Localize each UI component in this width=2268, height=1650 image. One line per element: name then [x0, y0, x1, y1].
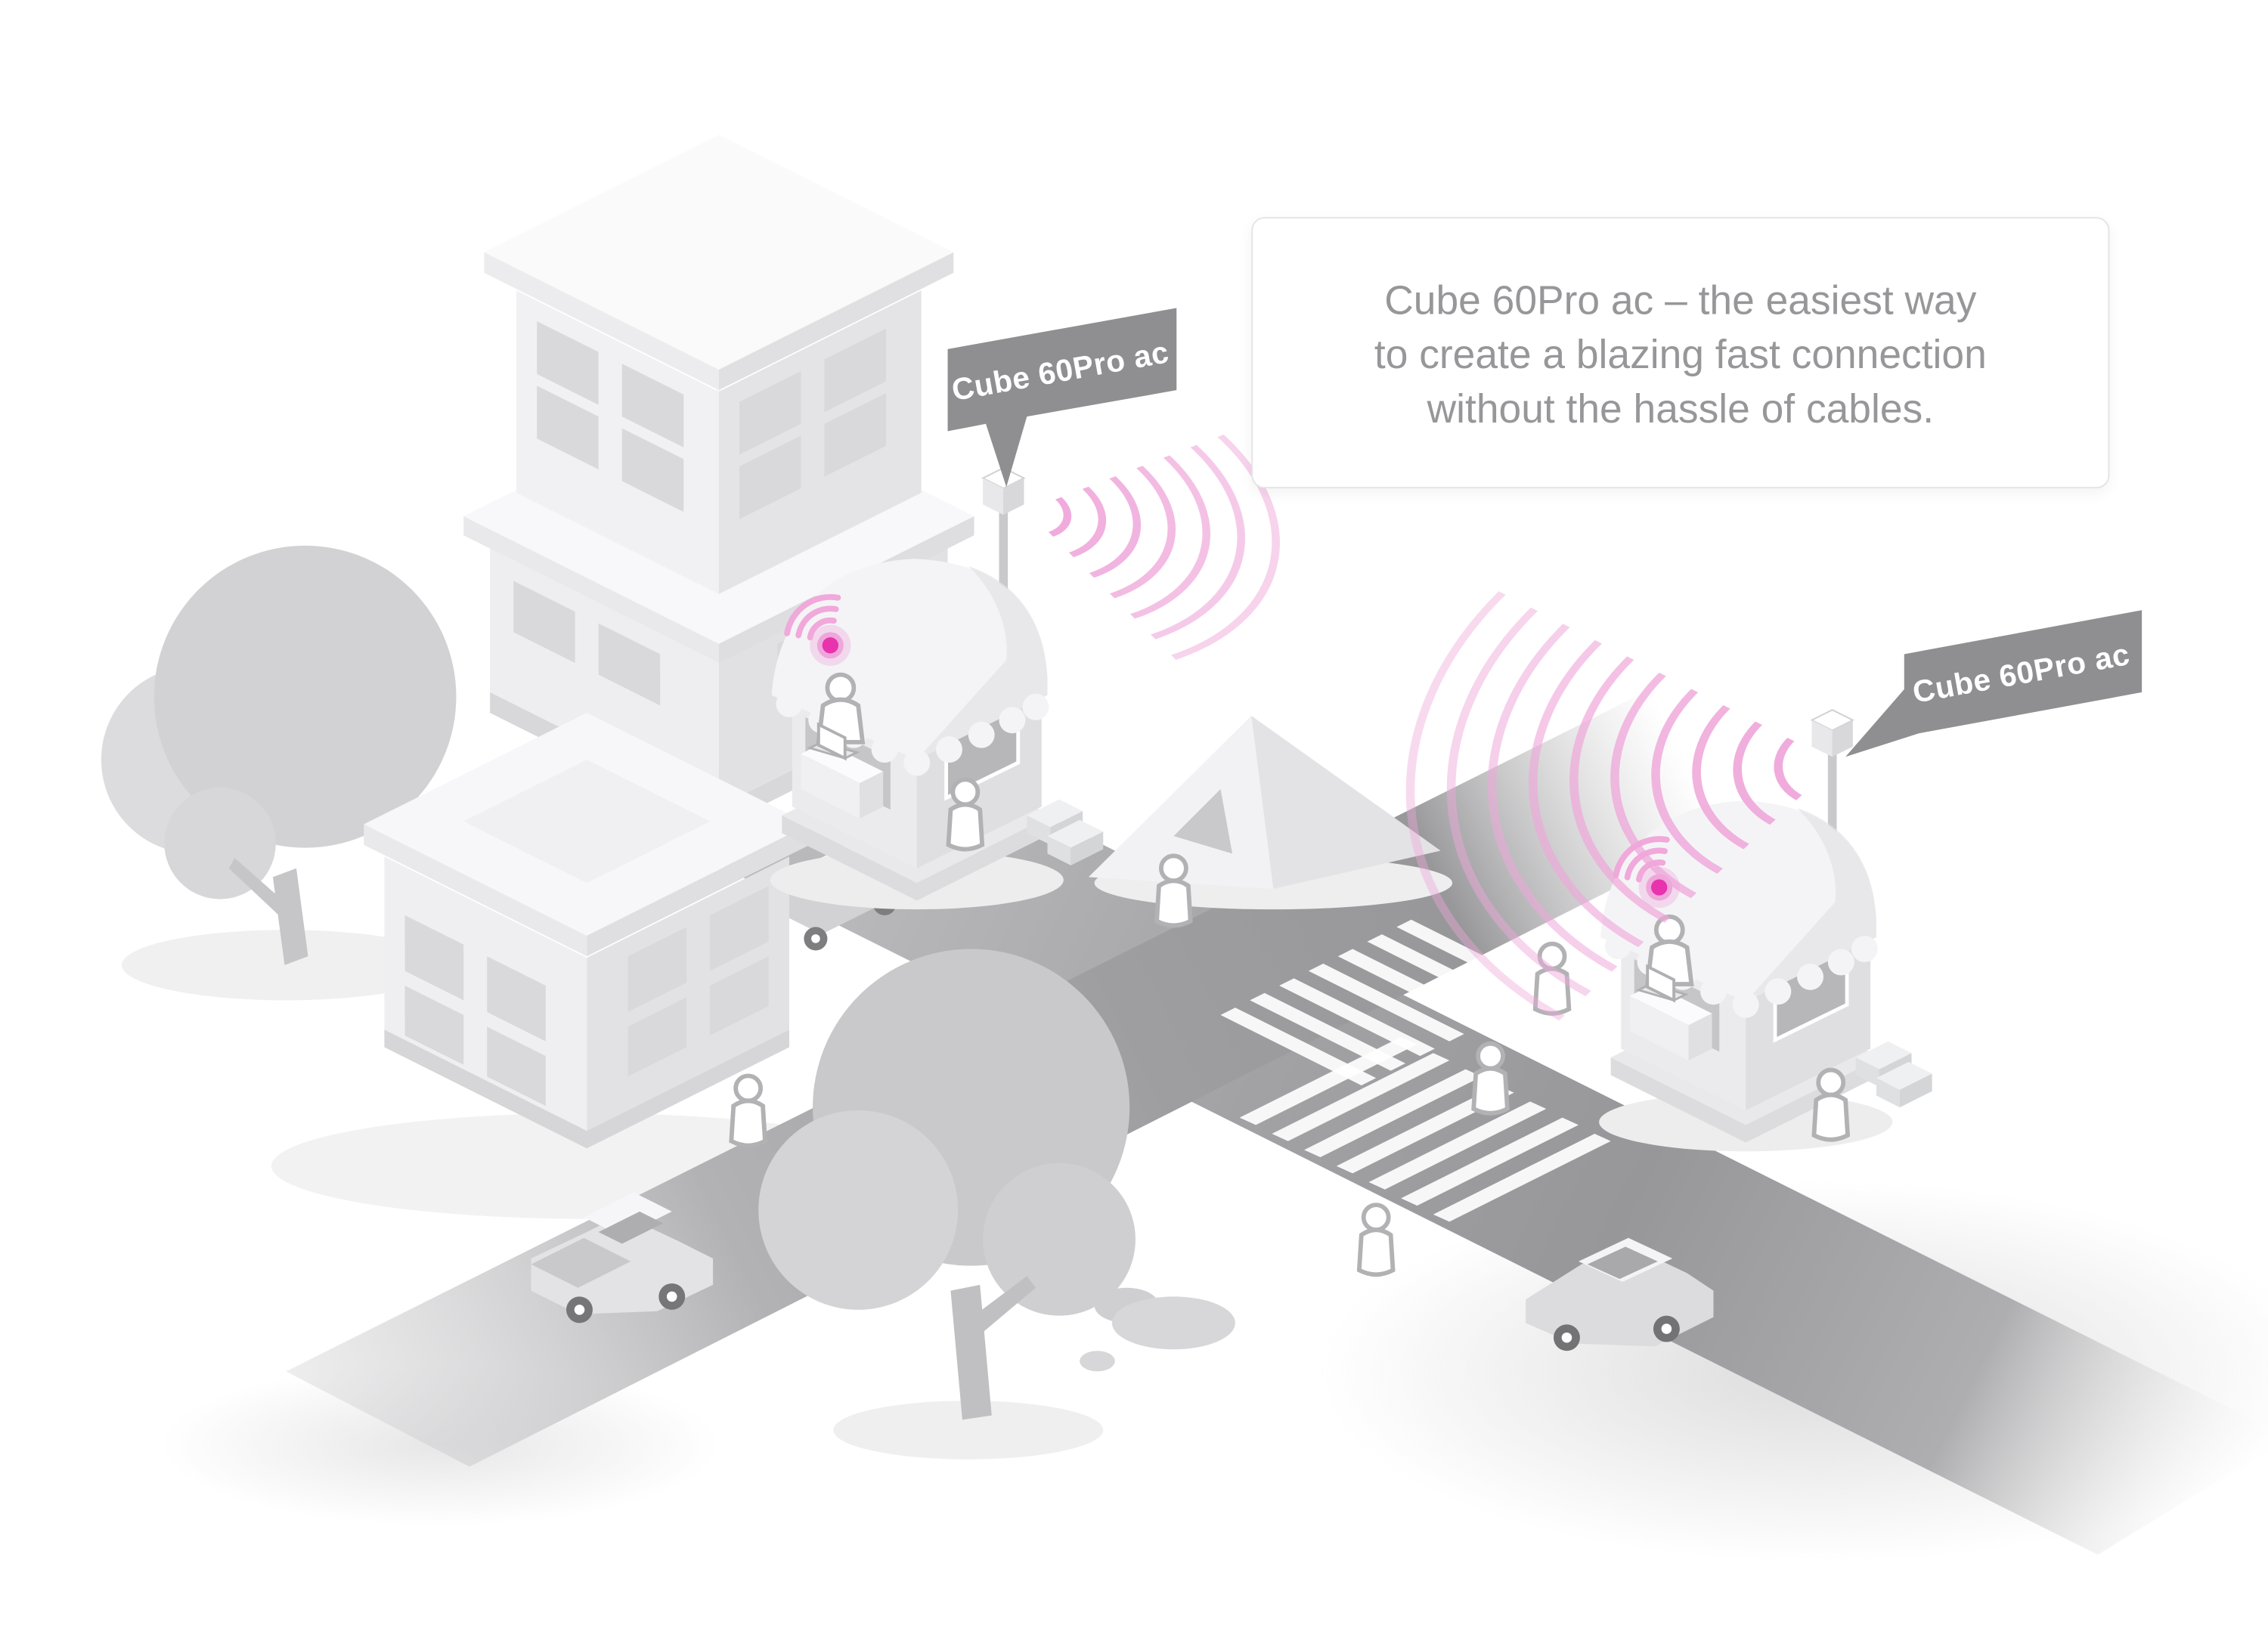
callout-bubble	[1845, 610, 2143, 757]
person-2	[1157, 856, 1191, 925]
callout-bubble	[947, 308, 1177, 488]
person-7	[1814, 1070, 1848, 1140]
device-callout-right: Cube 60Pro ac	[1845, 610, 2143, 757]
building-tall-upper-windows	[537, 320, 887, 519]
person-6	[731, 1076, 765, 1145]
tree-trunk	[272, 868, 308, 965]
building-cube	[364, 713, 810, 1149]
info-line-3: without the hassle of cables.	[1427, 385, 1935, 432]
tree-center	[758, 949, 1136, 1420]
crosswalk-lower	[1239, 1036, 1611, 1222]
info-line-2: to create a blazing fast connection	[1374, 331, 1987, 377]
pyramid-tent	[1088, 715, 1453, 910]
crosswalk-upper	[1220, 919, 1553, 1085]
info-line-1: Cube 60Pro ac – the easiest way	[1384, 277, 1977, 323]
device-callout-left: Cube 60Pro ac	[947, 308, 1177, 488]
info-box: Cube 60Pro ac – the easiest way to creat…	[1251, 217, 2110, 489]
person-4	[1473, 1044, 1507, 1113]
building-cube-windows	[404, 886, 769, 1107]
tree-left	[101, 545, 457, 965]
pickup-truck	[531, 1192, 714, 1323]
person-5	[1359, 1205, 1393, 1274]
rocks	[1080, 1287, 1235, 1372]
person-1	[949, 779, 983, 849]
sedan	[1526, 1237, 1714, 1351]
road-southeast	[718, 748, 2268, 1555]
tree-trunk	[950, 1284, 992, 1420]
